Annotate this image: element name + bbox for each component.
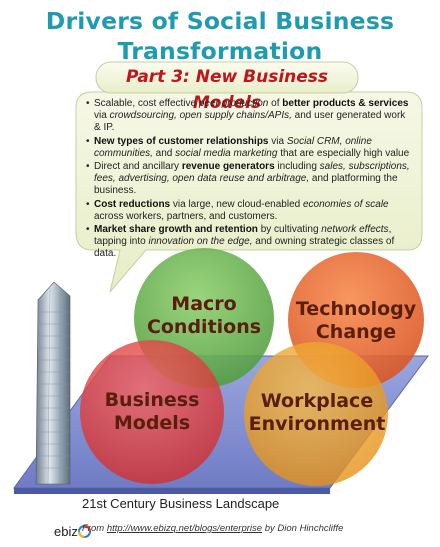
bullet-item: Scalable, cost effective peer production…: [86, 98, 412, 135]
bullet-item: Direct and ancillary revenue generators …: [86, 161, 412, 198]
title-line-1: Drivers of Social Business: [45, 7, 395, 35]
source-link[interactable]: http://www.ebizq.net/blogs/enterprise: [106, 523, 263, 534]
logo-text: ebiz: [54, 524, 78, 539]
source-footer: From http://www.ebizq.net/blogs/enterpri…: [82, 523, 344, 534]
bullet-item: New types of customer relationships via …: [86, 136, 412, 160]
bullet-item: Cost reductions via large, new cloud-ena…: [86, 199, 412, 223]
ebiz-logo: ebiz: [54, 521, 91, 540]
skyscraper-illustration: [35, 281, 71, 485]
landscape-label: 21st Century Business Landscape: [82, 496, 280, 511]
business-models-circle: [80, 340, 224, 484]
bullet-item: Market share growth and retention by cul…: [86, 224, 412, 261]
diagram-title: Drivers of Social Business Transformatio…: [0, 6, 440, 66]
title-line-2: Transformation: [117, 37, 323, 65]
bullet-list: Scalable, cost effective peer production…: [86, 98, 412, 262]
ebizq-q-icon: [77, 525, 91, 538]
workplace-environment-circle: [244, 342, 388, 486]
